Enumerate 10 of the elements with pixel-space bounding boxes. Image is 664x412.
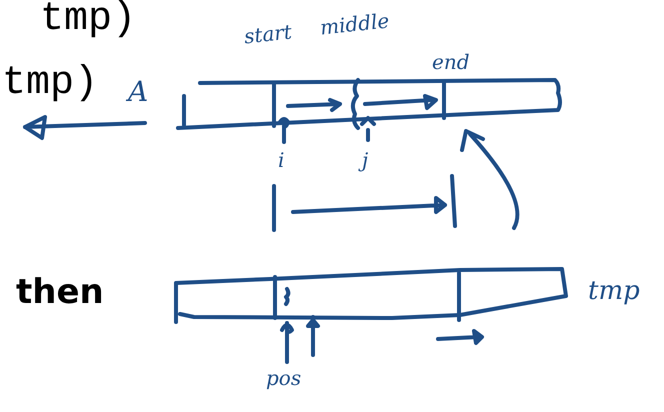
- code-text: tmp): [40, 0, 136, 40]
- handwritten-label: start: [243, 22, 293, 46]
- code-text: tmp): [2, 64, 98, 104]
- handwritten-label: tmp: [588, 278, 640, 304]
- handwritten-label: middle: [319, 10, 390, 38]
- handwritten-label: pos: [266, 368, 302, 388]
- handwritten-label: end: [432, 52, 470, 72]
- handwritten-label: A: [128, 78, 148, 106]
- keyword-text: then: [16, 275, 104, 309]
- handwritten-label: i: [278, 150, 284, 170]
